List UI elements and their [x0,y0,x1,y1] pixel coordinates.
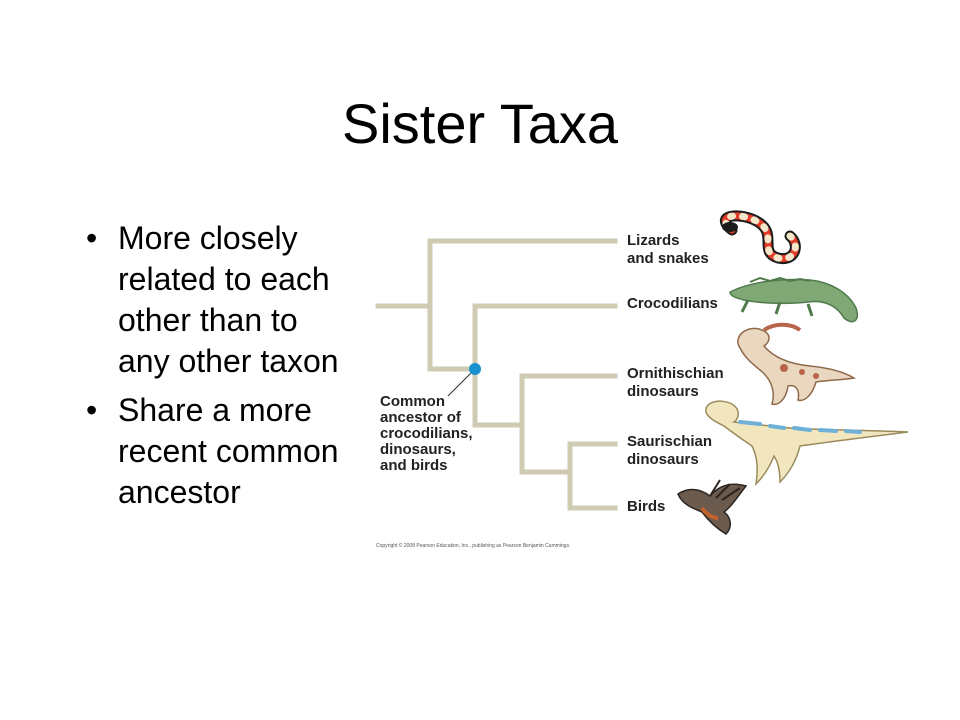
ornithischian-dinosaur-icon [737,322,857,406]
phylogenetic-tree: Lizards and snakes Crocodilians Ornithis… [375,210,909,549]
taxon-label-saurischian: Saurischian dinosaurs [627,433,716,468]
taxon-label-ornithischian: Ornithischian dinosaurs [627,365,728,400]
hawk-icon [677,479,748,535]
saurischian-dinosaur-icon [705,400,909,487]
bullet-item: Share a more recent common ancestor [80,390,350,513]
common-ancestor-node [469,363,481,375]
ancestor-label: Common ancestor of crocodilians, dinosau… [380,393,477,474]
bullet-item: More closely related to each other than … [80,218,350,382]
snake-icon [719,210,801,265]
crocodile-icon [729,276,858,323]
ancestor-pointer [447,368,476,397]
taxon-label-crocodilians: Crocodilians [627,295,718,312]
copyright-text: Copyright © 2008 Pearson Education, Inc.… [376,542,570,549]
taxon-label-lizards-snakes: Lizards and snakes [627,232,709,267]
bullet-list: More closely related to each other than … [80,218,350,521]
slide-title: Sister Taxa [342,92,618,155]
taxon-label-birds: Birds [627,498,665,515]
